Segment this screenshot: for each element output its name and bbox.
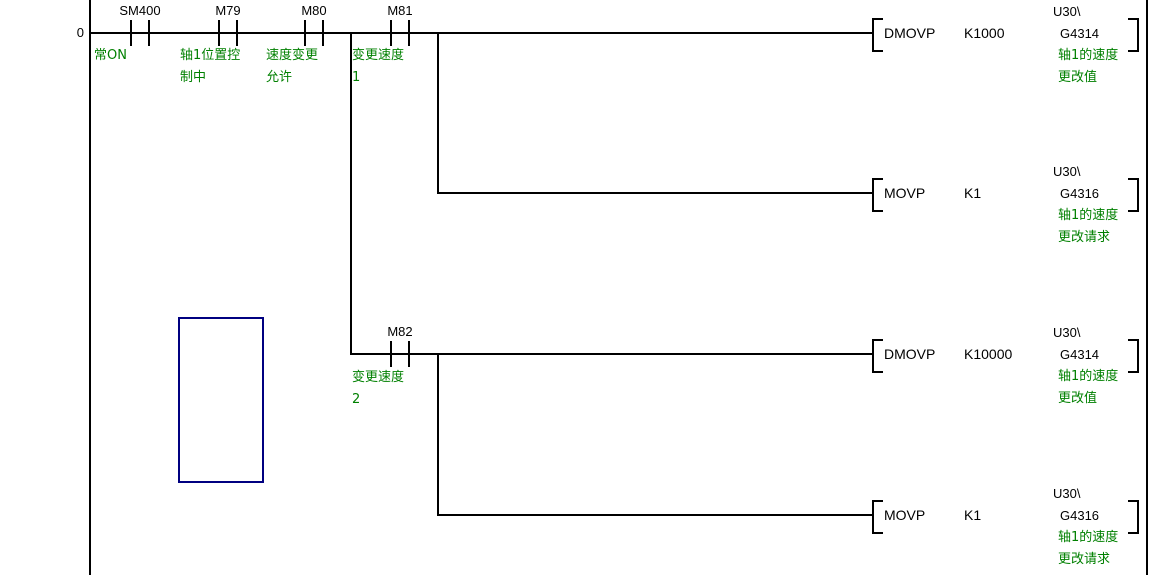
contact-m79[interactable] [218, 20, 238, 46]
selection-cursor[interactable] [178, 317, 264, 483]
instruction-dest-comment-2-line1: 轴1的速度 [1058, 208, 1119, 223]
instruction-dest-prefix-3: U30\ [1053, 325, 1081, 340]
contact-bar-right [408, 20, 410, 46]
contact-bar-right [148, 20, 150, 46]
instruction-bracket-right-1 [1128, 18, 1139, 52]
contact-bar-right [322, 20, 324, 46]
rung-wire-movp2 [437, 514, 872, 516]
comment-sm400-line1: 常ON [94, 48, 127, 63]
instruction-dest-comment-1-line2: 更改值 [1058, 70, 1098, 85]
comment-m79-line1: 轴1位置控 [180, 48, 241, 63]
right-power-rail [1146, 0, 1148, 575]
contact-sm400[interactable] [130, 20, 150, 46]
contact-bar-left [390, 341, 392, 367]
step-number: 0 [76, 25, 84, 40]
instruction-operand-3: K10000 [964, 346, 1013, 362]
contact-bar-left [304, 20, 306, 46]
instruction-operand-1: K1000 [964, 25, 1005, 41]
instruction-dest-addr-4: G4316 [1060, 508, 1100, 523]
comment-m80-line1: 速度变更 [266, 48, 319, 63]
device-label-m80: M80 [301, 3, 327, 18]
branch-line-m81-to-movp1 [437, 32, 439, 193]
rung-wire-movp1 [437, 192, 872, 194]
rung-wire-m82 [350, 353, 872, 355]
instruction-bracket-left-3 [872, 339, 883, 373]
contact-bar-left [218, 20, 220, 46]
instruction-dest-prefix-4: U30\ [1053, 486, 1081, 501]
instruction-dest-comment-4-line1: 轴1的速度 [1058, 530, 1119, 545]
instruction-operand-2: K1 [964, 185, 982, 201]
instruction-dest-prefix-2: U30\ [1053, 164, 1081, 179]
instruction-bracket-left-2 [872, 178, 883, 212]
device-label-m82: M82 [387, 324, 413, 339]
instruction-dest-comment-2-line2: 更改请求 [1058, 230, 1111, 245]
instruction-bracket-right-2 [1128, 178, 1139, 212]
instruction-operand-4: K1 [964, 507, 982, 523]
instruction-bracket-right-4 [1128, 500, 1139, 534]
instruction-bracket-left-4 [872, 500, 883, 534]
contact-bar-left [130, 20, 132, 46]
instruction-bracket-left-1 [872, 18, 883, 52]
instruction-dest-addr-3: G4314 [1060, 347, 1100, 362]
instruction-mnemonic-4: MOVP [884, 507, 926, 523]
device-label-sm400: SM400 [119, 3, 161, 18]
left-power-rail [89, 0, 91, 575]
instruction-dest-comment-4-line2: 更改请求 [1058, 552, 1111, 567]
instruction-dest-comment-3-line2: 更改值 [1058, 391, 1098, 406]
instruction-mnemonic-2: MOVP [884, 185, 926, 201]
contact-m82[interactable] [390, 341, 410, 367]
branch-line-m82-to-movp2 [437, 353, 439, 515]
comment-m82-line1: 变更速度 [352, 370, 405, 385]
contact-bar-right [408, 341, 410, 367]
instruction-mnemonic-3: DMOVP [884, 346, 936, 362]
device-label-m81: M81 [387, 3, 413, 18]
rung-wire-main [89, 32, 872, 34]
instruction-dest-addr-2: G4316 [1060, 186, 1100, 201]
contact-m80[interactable] [304, 20, 324, 46]
instruction-bracket-right-3 [1128, 339, 1139, 373]
contact-bar-right [236, 20, 238, 46]
comment-m79-line2: 制中 [180, 70, 207, 85]
comment-m81-line1: 变更速度 [352, 48, 405, 63]
comment-m82-line2: 2 [352, 392, 361, 407]
comment-m80-line2: 允许 [266, 70, 293, 85]
instruction-dest-prefix-1: U30\ [1053, 4, 1081, 19]
comment-m81-line2: 1 [352, 70, 361, 85]
instruction-dest-addr-1: G4314 [1060, 26, 1100, 41]
device-label-m79: M79 [215, 3, 241, 18]
contact-bar-left [390, 20, 392, 46]
contact-m81[interactable] [390, 20, 410, 46]
instruction-dest-comment-1-line1: 轴1的速度 [1058, 48, 1119, 63]
branch-line-m80-to-m82 [350, 32, 352, 354]
instruction-mnemonic-1: DMOVP [884, 25, 936, 41]
instruction-dest-comment-3-line1: 轴1的速度 [1058, 369, 1119, 384]
